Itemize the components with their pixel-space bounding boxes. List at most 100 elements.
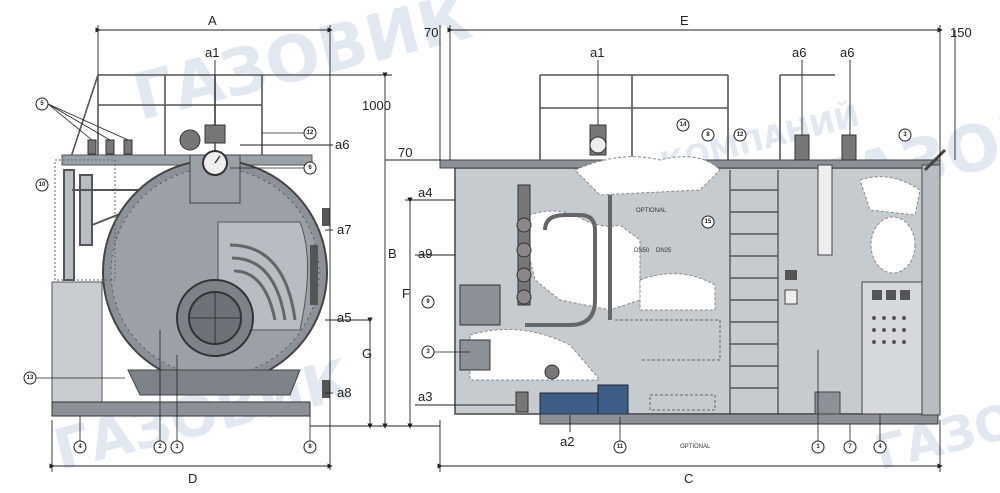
- side-feed-valves: [516, 184, 532, 306]
- front-support-saddle: [127, 369, 301, 396]
- dim-150: 150: [950, 25, 972, 40]
- callout-side-8: 8: [701, 128, 715, 142]
- svg-text:9: 9: [426, 299, 430, 305]
- front-safety-valves: [87, 139, 133, 155]
- side-cutout-top: [574, 156, 721, 196]
- svg-text:7: 7: [848, 444, 852, 450]
- callout-side-11: 11: [613, 440, 627, 454]
- label-dn50: DN50: [634, 248, 650, 254]
- callout-side-14: 14: [676, 118, 690, 132]
- side-cutout-lower: [469, 328, 602, 381]
- dim-front-a6: a6: [335, 137, 349, 152]
- callout-side-9: 9: [421, 295, 435, 309]
- svg-text:13: 13: [27, 375, 34, 381]
- svg-text:1: 1: [175, 444, 179, 450]
- side-motor-icon: [597, 384, 629, 418]
- side-optional-piping: [615, 319, 721, 361]
- callout-front-4: 4: [73, 440, 87, 454]
- svg-text:8: 8: [706, 132, 710, 138]
- dim-front-a7: a7: [337, 222, 351, 237]
- callout-front-10: 10: [35, 178, 49, 192]
- front-tube-arcs: [229, 243, 297, 321]
- dim-side-a3: a3: [418, 389, 432, 404]
- dim-side-a1: a1: [590, 45, 604, 60]
- svg-text:12: 12: [307, 130, 314, 136]
- dim-70-top: 70: [424, 25, 438, 40]
- side-base-skid: [539, 413, 939, 425]
- side-annotations: OPTIONAL DN50 DN25 OPTIONAL: [634, 208, 711, 450]
- dim-side-a2: a2: [560, 434, 574, 449]
- dim-front-a1: a1: [205, 45, 219, 60]
- front-dimension-labels: A D a1 a6 a7 a5 a8 B G: [188, 13, 397, 486]
- svg-text:2: 2: [158, 444, 162, 450]
- svg-text:4: 4: [78, 444, 82, 450]
- dim-D: D: [188, 471, 197, 486]
- front-right-flanges: [310, 208, 330, 398]
- callout-side-3-top: 3: [898, 128, 912, 142]
- dim-F: F: [402, 286, 410, 301]
- callout-side-7: 7: [843, 440, 857, 454]
- svg-text:4: 4: [878, 444, 882, 450]
- side-cutout-mid: [639, 273, 716, 311]
- dim-side-a9: a9: [418, 246, 432, 261]
- callout-side-3: 3: [421, 345, 435, 359]
- side-view: [439, 74, 947, 425]
- dim-C: C: [684, 471, 693, 486]
- side-callouts: 14 8 12 3 15 9 3 11 1 7 4: [421, 118, 912, 454]
- front-steam-valve-icon: [179, 129, 201, 151]
- dim-B: B: [388, 246, 397, 261]
- dim-side-a4: a4: [418, 185, 432, 200]
- svg-text:6: 6: [308, 165, 312, 171]
- callout-front-12: 12: [303, 126, 317, 140]
- watermark-brand-1: ГАЗОВИК: [126, 0, 479, 136]
- callout-side-15: 15: [701, 215, 715, 229]
- side-control-panel-lamps: [872, 290, 910, 344]
- side-pipe-loop: [525, 213, 597, 327]
- side-dimension-labels: E C F 70 70 150 1000 a1 a6 a6 a4 a9 a3 a…: [362, 13, 972, 486]
- dim-front-a8: a8: [337, 385, 351, 400]
- label-optional-upper: OPTIONAL: [636, 208, 667, 214]
- callout-side-4: 4: [873, 440, 887, 454]
- side-railing: [539, 74, 835, 170]
- svg-text:10: 10: [39, 182, 46, 188]
- front-dimension-lines: [49, 25, 440, 472]
- front-base-skid: [51, 401, 311, 417]
- svg-text:8: 8: [308, 444, 312, 450]
- callout-front-6: 6: [303, 161, 317, 175]
- front-railing: [69, 74, 263, 161]
- callout-front-8: 8: [303, 440, 317, 454]
- callout-front-5: 5: [35, 97, 49, 111]
- side-dimension-lines: [385, 25, 956, 472]
- label-optional-bottom: OPTIONAL: [680, 444, 711, 450]
- svg-text:12: 12: [737, 132, 744, 138]
- svg-text:15: 15: [705, 219, 712, 225]
- svg-text:11: 11: [617, 444, 624, 450]
- callout-front-1: 1: [170, 440, 184, 454]
- side-control-panel: [861, 281, 923, 415]
- dim-A: A: [208, 13, 217, 28]
- callout-side-1: 1: [811, 440, 825, 454]
- side-cutout-right-top: [859, 176, 921, 216]
- dim-E: E: [680, 13, 689, 28]
- label-dn25: DN25: [656, 248, 672, 254]
- svg-text:14: 14: [680, 122, 687, 128]
- callout-front-2: 2: [153, 440, 167, 454]
- front-dashed-outline: [54, 159, 116, 281]
- side-sight-window: [870, 216, 916, 274]
- dim-side-a6-left: a6: [792, 45, 806, 60]
- side-ladder: [729, 170, 779, 414]
- front-view: [51, 74, 330, 417]
- dim-front-a5: a5: [337, 310, 351, 325]
- svg-text:1: 1: [816, 444, 820, 450]
- side-rear-flange: [921, 164, 941, 416]
- front-main-valve-icon: [204, 124, 226, 144]
- front-callouts: 5 10 12 6 13 4 2 1 8: [23, 97, 317, 454]
- side-drain-valve-icon: [515, 391, 529, 413]
- svg-text:3: 3: [426, 349, 430, 355]
- side-level-gauge-icon: [817, 164, 833, 256]
- dim-G: G: [362, 346, 372, 361]
- callout-side-12: 12: [733, 128, 747, 142]
- callout-front-13: 13: [23, 371, 37, 385]
